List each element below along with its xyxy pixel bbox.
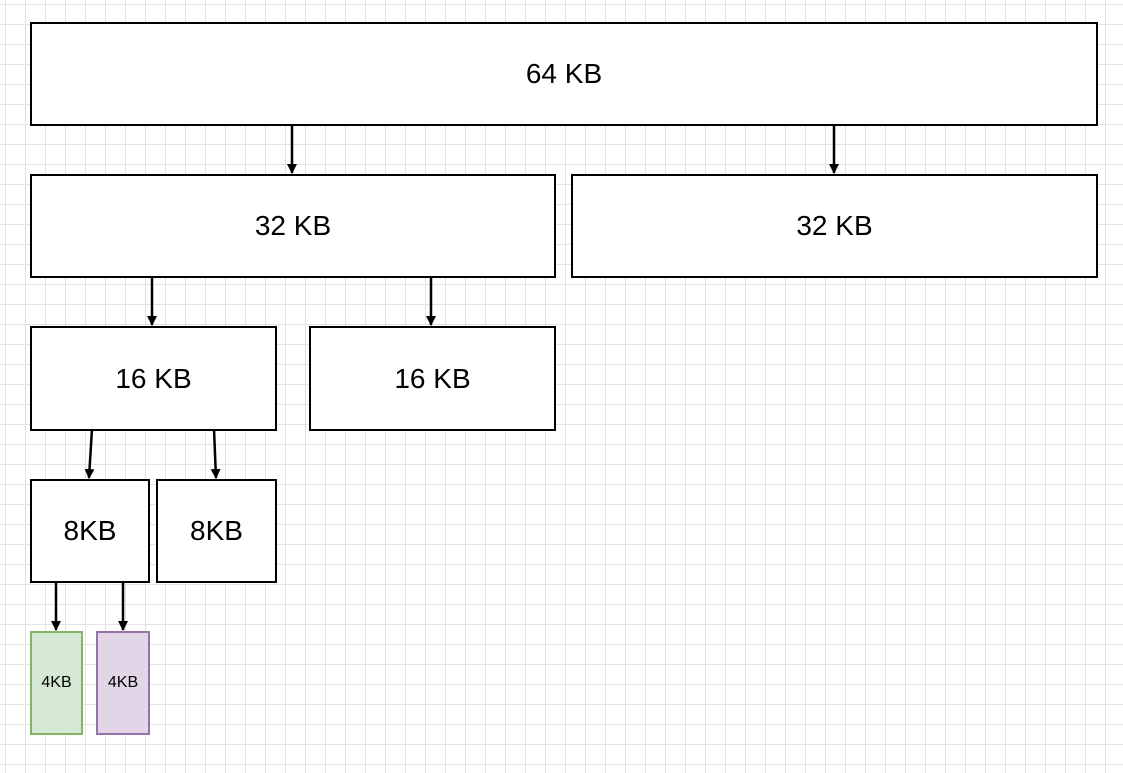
block-64kb-root[interactable]: 64 KB	[30, 22, 1098, 126]
block-4kb-left[interactable]: 4KB	[30, 631, 83, 735]
block-8kb-right[interactable]: 8KB	[156, 479, 277, 583]
arrow-l2-to-l3-right	[210, 428, 221, 479]
block-8kb-left[interactable]: 8KB	[30, 479, 150, 583]
block-32kb-left[interactable]: 32 KB	[30, 174, 556, 278]
block-16kb-left[interactable]: 16 KB	[30, 326, 277, 431]
block-32kb-right[interactable]: 32 KB	[571, 174, 1098, 278]
block-4kb-right[interactable]: 4KB	[96, 631, 150, 735]
arrow-l2-to-l3-left	[84, 428, 95, 479]
block-16kb-right[interactable]: 16 KB	[309, 326, 556, 431]
